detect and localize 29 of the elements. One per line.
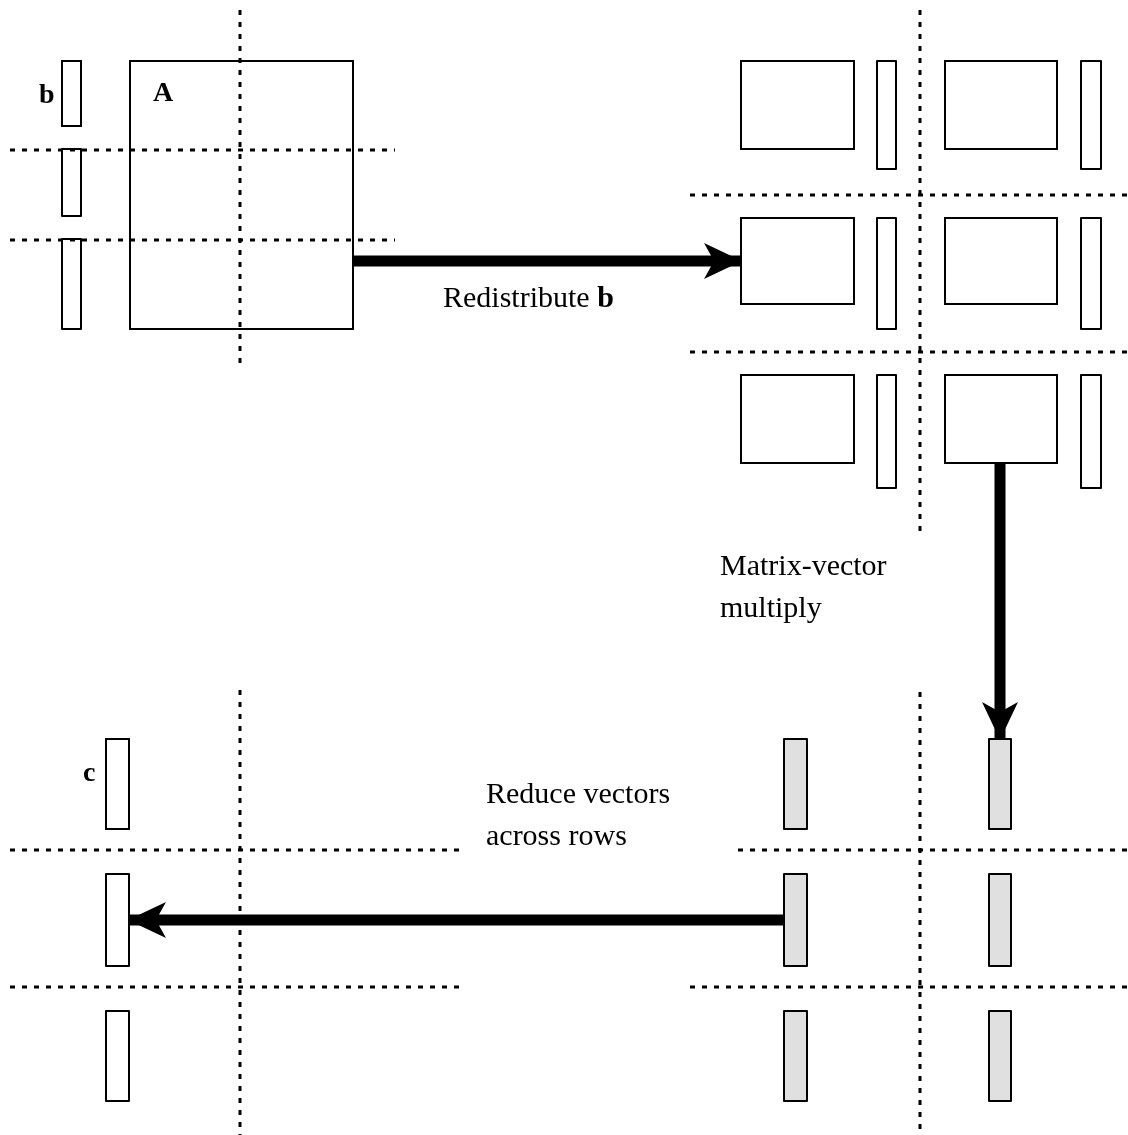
vector-block [783, 873, 808, 967]
matrix-block [129, 60, 354, 330]
matrix-block [944, 374, 1058, 464]
matrix-block [944, 217, 1058, 305]
arrow [982, 464, 1018, 740]
matrix-label: b [39, 80, 55, 108]
matrix-label: c [83, 758, 96, 786]
vector-block [988, 1010, 1012, 1102]
matrix-block [740, 374, 855, 464]
arrow [354, 243, 742, 279]
vector-block [105, 1010, 130, 1102]
vector-block [1080, 60, 1102, 170]
vector-block [783, 1010, 808, 1102]
vector-block [876, 217, 897, 330]
vector-block [61, 148, 82, 217]
matrix-label: A [153, 78, 174, 106]
vector-block [783, 738, 808, 830]
vector-block [876, 60, 897, 170]
vector-block [988, 873, 1012, 967]
matrix-block [740, 217, 855, 305]
vector-block [1080, 374, 1102, 489]
vector-block [105, 873, 130, 967]
vector-block [1080, 217, 1102, 330]
arrow [128, 902, 783, 938]
vector-block [61, 238, 82, 330]
matrix-block [944, 60, 1058, 150]
vector-block [876, 374, 897, 489]
matrix-block [740, 60, 855, 150]
vector-block [988, 738, 1012, 830]
